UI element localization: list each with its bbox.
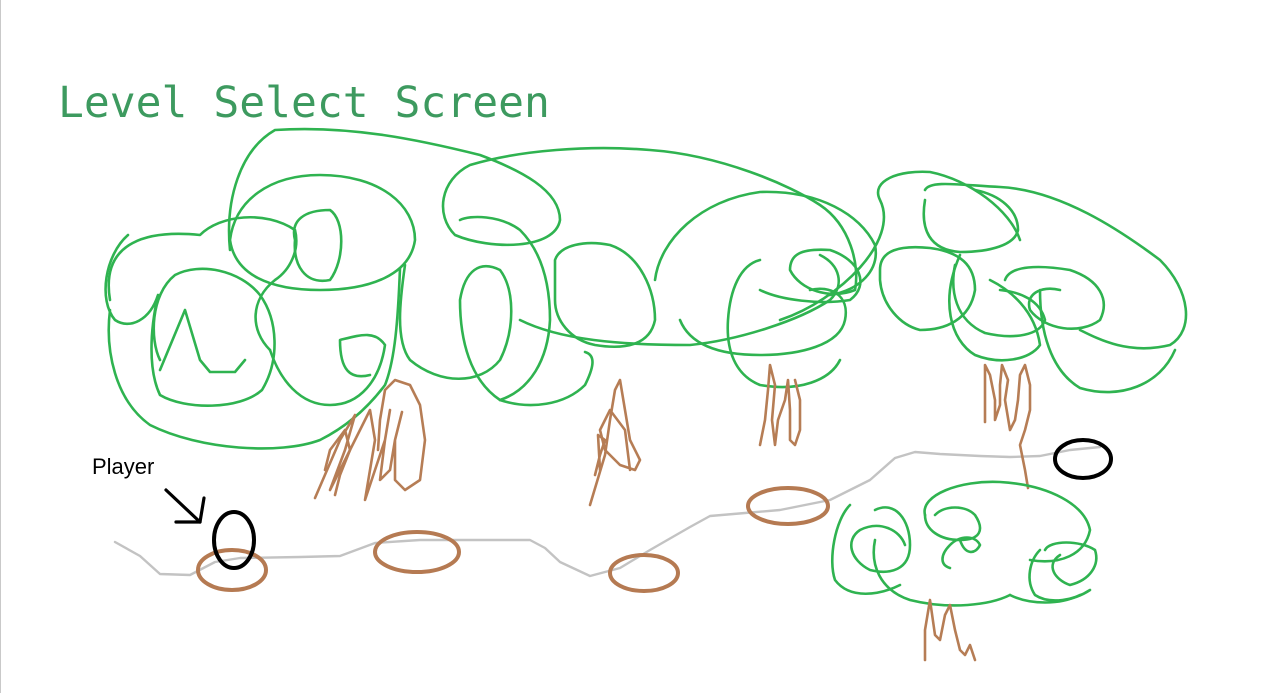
- small-tree-trunk: [923, 598, 977, 662]
- tree-foliage: [292, 208, 343, 283]
- tree-foliage: [104, 233, 276, 407]
- tree-foliage: [952, 263, 1047, 338]
- tree-foliage: [923, 506, 982, 542]
- tree-foliage: [227, 127, 862, 304]
- tree-foliage: [107, 215, 298, 352]
- tree-foliage: [1003, 265, 1106, 331]
- tree-foliage: [923, 480, 1092, 563]
- tree-foliage: [158, 308, 247, 374]
- level-path: [113, 445, 1102, 578]
- tree-foliage: [1008, 593, 1082, 604]
- tree-foliage: [107, 266, 402, 450]
- tree-trunks: [313, 363, 1032, 507]
- tree-foliage: [948, 253, 1042, 362]
- tree-foliage: [726, 258, 842, 389]
- level-node-1[interactable]: [196, 548, 268, 592]
- forest-canopy: [104, 127, 1188, 450]
- tree-foliage: [458, 215, 552, 402]
- tree-foliage: [228, 173, 417, 292]
- tree-trunk: [593, 433, 607, 477]
- small-tree-foliage: [831, 480, 1098, 607]
- tree-trunk: [313, 378, 427, 502]
- tree-foliage: [872, 538, 1012, 607]
- tree-foliage: [518, 253, 840, 347]
- goal-marker[interactable]: [1053, 438, 1113, 480]
- player-marker: [212, 510, 256, 570]
- tree-foliage: [1038, 288, 1177, 394]
- tree-trunk: [983, 363, 1032, 490]
- tree-foliage: [778, 170, 1022, 322]
- tree-foliage: [398, 263, 594, 407]
- tree-trunk: [323, 428, 352, 497]
- player-label: Player: [92, 454, 155, 479]
- level-nodes: [196, 486, 830, 593]
- tree-foliage: [850, 506, 912, 574]
- tree-foliage: [1043, 541, 1098, 587]
- level-node-2[interactable]: [373, 530, 461, 574]
- screen-title: Level Select Screen: [58, 78, 550, 128]
- tree-foliage: [831, 503, 902, 595]
- tree-foliage: [922, 188, 1020, 254]
- player-arrow-icon: [164, 488, 206, 524]
- tree-foliage: [923, 182, 1188, 350]
- tree-foliage: [653, 190, 878, 297]
- tree-foliage: [1028, 548, 1092, 602]
- tree-foliage: [553, 241, 657, 349]
- level-node-4[interactable]: [746, 486, 830, 526]
- tree-trunk: [588, 378, 642, 507]
- tree-foliage: [941, 536, 982, 570]
- canvas-left-border: [0, 0, 1, 693]
- level-node-3[interactable]: [608, 553, 680, 593]
- tree-foliage: [268, 333, 387, 407]
- tree-foliage: [678, 287, 848, 357]
- tree-foliage: [878, 245, 977, 332]
- tree-trunk: [758, 363, 802, 447]
